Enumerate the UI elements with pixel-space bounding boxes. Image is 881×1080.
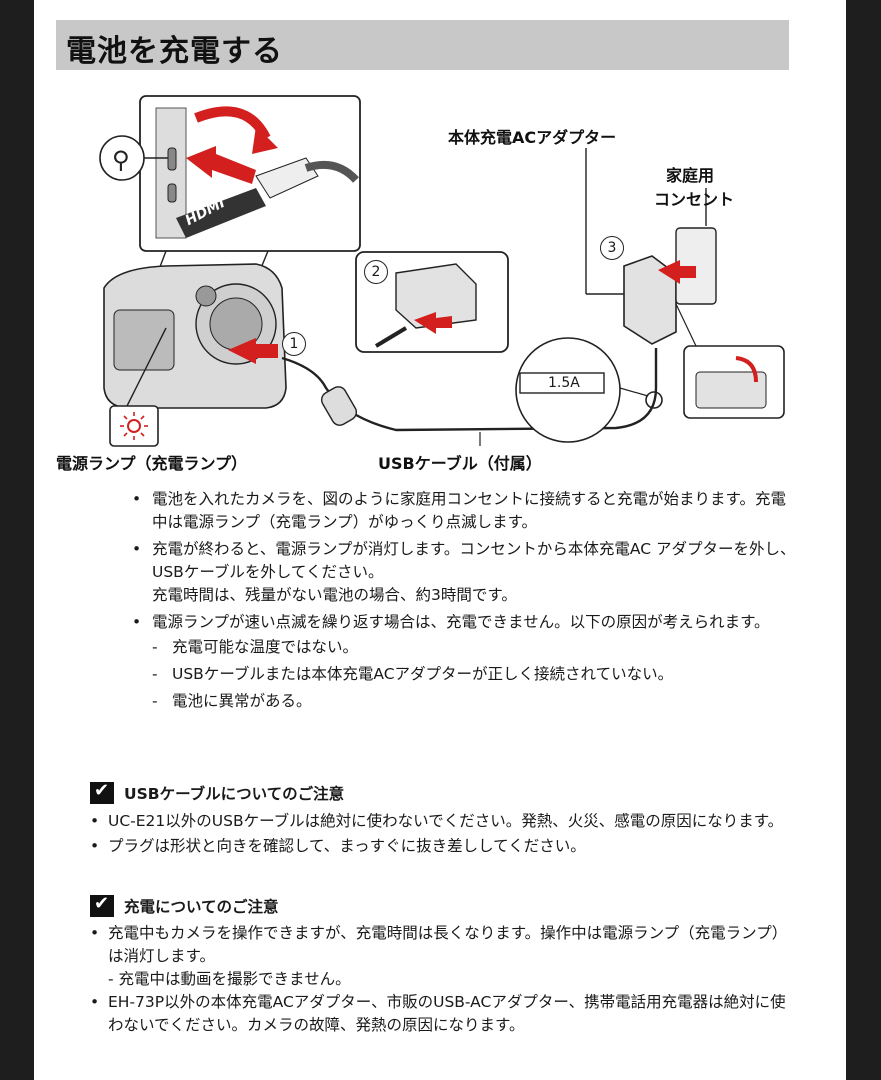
cause-text: 充電可能な温度ではない。 (172, 638, 359, 656)
cause-item: - 充電可能な温度ではない。 (128, 634, 798, 661)
section-title-bar: 電池を充電する (56, 20, 789, 70)
cause-item: - 電池に異常がある。 (128, 688, 798, 715)
bullet-extra-text: 充電時間は、残量がない電池の場合、約3時間です。 (152, 586, 517, 604)
instruction-list: • 電池を入れたカメラを、図のように家庭用コンセントに接続すると充電が始まります… (128, 488, 798, 715)
charging-illustration: ⚲ (99, 95, 785, 447)
lamp-label: 電源ランプ（充電ランプ） (56, 454, 248, 473)
outlet-label-line2: コンセント (654, 190, 735, 209)
note-item: • プラグは形状と向きを確認して、まっすぐに抜き差ししてください。 (90, 835, 795, 858)
bullet-item: • 電池を入れたカメラを、図のように家庭用コンセントに接続すると充電が始まります… (128, 488, 798, 534)
dash-glyph: - (152, 638, 158, 656)
bullet-item: • 電源ランプが速い点滅を繰り返す場合は、充電できません。以下の原因が考えられま… (128, 611, 798, 634)
bullet-glyph: • (90, 812, 100, 830)
step-3-marker: 3 (600, 236, 624, 260)
charging-figure: ⚲ (56, 88, 796, 484)
note-subitem-text: 充電中は動画を撮影できません。 (118, 970, 351, 988)
note-item-text: UC-E21以外のUSBケーブルは絶対に使わないでください。発熱、火災、感電の原… (108, 812, 784, 830)
check-icon (90, 780, 114, 804)
adapter-label: 本体充電ACアダプター (448, 128, 617, 147)
note-item: • UC-E21以外のUSBケーブルは絶対に使わないでください。発熱、火災、感電… (90, 810, 795, 833)
bullet-glyph: • (90, 837, 100, 855)
dash-glyph: - (108, 970, 114, 988)
dash-glyph: - (152, 692, 158, 710)
step-1-marker: 1 (282, 332, 306, 356)
note-item: • EH-73P以外の本体充電ACアダプター、市販のUSB-ACアダプター、携帯… (90, 991, 795, 1037)
note-item-text: 充電中もカメラを操作できますが、充電時間は長くなります。操作中は電源ランプ（充電… (108, 924, 788, 965)
bullet-glyph: • (132, 540, 142, 558)
bullet-text: 電源ランプが速い点滅を繰り返す場合は、充電できません。以下の原因が考えられます。 (152, 613, 770, 631)
bullet-glyph: • (132, 490, 142, 508)
note-item: • 充電中もカメラを操作できますが、充電時間は長くなります。操作中は電源ランプ（… (90, 922, 795, 968)
note-charge-heading: 充電についてのご注意 (90, 893, 279, 917)
svg-text:⚲: ⚲ (112, 146, 130, 174)
outlet-label-line1: 家庭用 (666, 166, 715, 185)
note-charge-list: • 充電中もカメラを操作できますが、充電時間は長くなります。操作中は電源ランプ（… (90, 922, 795, 1037)
check-icon (90, 893, 114, 917)
bullet-glyph: • (90, 993, 100, 1011)
bullet-glyph: • (132, 613, 142, 631)
note-usb-list: • UC-E21以外のUSBケーブルは絶対に使わないでください。発熱、火災、感電… (90, 810, 795, 858)
note-item-text: プラグは形状と向きを確認して、まっすぐに抜き差ししてください。 (108, 837, 586, 855)
bullet-glyph: • (90, 924, 100, 942)
note-item-text: EH-73P以外の本体充電ACアダプター、市販のUSB-ACアダプター、携帯電話… (108, 993, 786, 1034)
note-subitem: - 充電中は動画を撮影できません。 (90, 968, 795, 991)
bullet-text: 電池を入れたカメラを、図のように家庭用コンセントに接続すると充電が始まります。充… (152, 490, 786, 531)
bullet-item: • 充電が終わると、電源ランプが消灯します。コンセントから本体充電AC アダプタ… (128, 538, 798, 607)
note-usb-heading: USBケーブルについてのご注意 (90, 780, 345, 804)
cause-text: 電池に異常がある。 (172, 692, 312, 710)
step-2-marker: 2 (364, 260, 388, 284)
bullet-text: 充電が終わると、電源ランプが消灯します。コンセントから本体充電AC アダプターを… (152, 540, 796, 581)
dash-glyph: - (152, 665, 158, 683)
rating-text: 1.5A (548, 375, 580, 391)
section-title: 電池を充電する (66, 34, 283, 69)
cable-label: USBケーブル（付属） (378, 454, 542, 473)
note-usb-title: USBケーブルについてのご注意 (124, 785, 345, 803)
cause-item: - USBケーブルまたは本体充電ACアダプターが正しく接続されていない。 (128, 661, 798, 688)
cause-text: USBケーブルまたは本体充電ACアダプターが正しく接続されていない。 (172, 665, 674, 683)
note-charge-title: 充電についてのご注意 (124, 898, 279, 916)
